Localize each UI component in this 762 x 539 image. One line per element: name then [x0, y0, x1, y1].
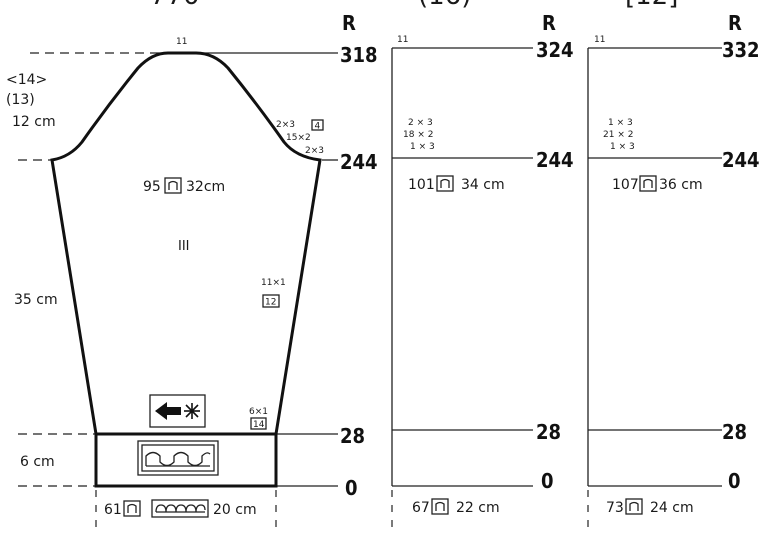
p1-increase-a: 11×1 — [261, 278, 286, 288]
p2-row-0: 0 — [541, 469, 554, 493]
rib-pattern-icon — [137, 440, 219, 476]
p2-width-stitch-symbol — [436, 175, 454, 192]
p3-width-stitches: 107 — [612, 177, 639, 193]
p2-top-count: 11 — [397, 35, 408, 45]
p1-cuff-stitch-symbol — [123, 500, 141, 517]
p1-row-244: 244 — [340, 150, 378, 174]
p1-decrease-a-box — [311, 119, 324, 131]
p1-increase-b: 6×1 — [249, 407, 268, 417]
p1-width-cm: 32cm — [186, 179, 225, 195]
p1-increase-b-box — [250, 417, 267, 430]
p1-width-stitch-symbol — [164, 177, 182, 194]
size-header-2: (16) — [418, 0, 471, 11]
p2-r-marker: R — [542, 11, 556, 35]
p3-cuff-cm: 24 cm — [650, 500, 694, 516]
size-header-3: [12] — [625, 0, 678, 11]
p1-increase-b-box-num: 14 — [253, 420, 265, 430]
panel-3: R 332 244 28 0 11 1 × 3 21 × 2 1 × 3 107… — [587, 11, 760, 535]
p1-increase-a-box-num: 12 — [265, 298, 276, 308]
p3-row-0: 0 — [728, 469, 741, 493]
size-header-1: 770 — [150, 0, 200, 11]
p3-row-244: 244 — [722, 148, 760, 172]
p3-top-count: 11 — [594, 35, 605, 45]
p2-width-stitches: 101 — [408, 177, 435, 193]
p2-cuff-stitches: 67 — [412, 500, 430, 516]
panel-2: R 324 244 28 0 11 2 × 3 18 × 2 1 × 3 101… — [391, 11, 574, 535]
p3-decrease-a: 1 × 3 — [608, 118, 633, 128]
p2-decrease-b: 18 × 2 — [403, 130, 433, 140]
p1-increase-a-box — [262, 294, 280, 308]
p2-cuff-cm: 22 cm — [456, 500, 500, 516]
p1-cuff-cm: 20 cm — [213, 502, 257, 518]
p1-decrease-a: 2×3 — [276, 120, 295, 130]
length-label: 35 cm — [14, 292, 58, 308]
rib-mini-icon — [151, 499, 209, 518]
p1-decrease-c: 2×3 — [305, 146, 324, 156]
p3-row-top: 332 — [722, 38, 760, 62]
p1-top-count: 11 — [176, 37, 187, 47]
p1-cuff-stitches: 61 — [104, 502, 122, 518]
p2-row-244: 244 — [536, 148, 574, 172]
p1-decrease-a-box-num: 4 — [315, 122, 321, 132]
panel-1: 11 318 244 28 0 R <14> (13) 12 cm 2×3 4 … — [6, 11, 378, 535]
size-note-a: <14> — [6, 72, 47, 88]
p3-cuff-stitches: 73 — [606, 500, 624, 516]
p2-row-top: 324 — [536, 38, 574, 62]
p1-row-318: 318 — [340, 43, 378, 67]
p3-r-marker: R — [728, 11, 742, 35]
p1-r-marker: R — [342, 11, 356, 35]
p2-width-cm: 34 cm — [461, 177, 505, 193]
p3-decrease-b: 21 × 2 — [603, 130, 633, 140]
p1-row-28: 28 — [340, 424, 365, 448]
p3-cuff-stitch-symbol — [625, 498, 643, 515]
p1-decrease-b: 15×2 — [286, 133, 311, 143]
p3-width-cm: 36 cm — [659, 177, 703, 193]
p1-row-0: 0 — [345, 476, 358, 500]
p2-cuff-stitch-symbol — [431, 498, 449, 515]
p2-decrease-a: 2 × 3 — [408, 118, 433, 128]
p2-decrease-c: 1 × 3 — [410, 142, 435, 152]
p2-row-28: 28 — [536, 420, 561, 444]
p3-decrease-c: 1 × 3 — [610, 142, 635, 152]
size-note-b: (13) — [6, 92, 35, 108]
sleeve-outline — [50, 51, 322, 488]
direction-arrow-icon — [149, 394, 206, 428]
p3-width-stitch-symbol — [639, 175, 657, 192]
p3-row-28: 28 — [722, 420, 747, 444]
pattern-roman: III — [178, 239, 190, 254]
cap-height-label: 12 cm — [12, 114, 56, 130]
p1-width-stitches: 95 — [143, 179, 161, 195]
rib-height-label: 6 cm — [20, 454, 55, 470]
